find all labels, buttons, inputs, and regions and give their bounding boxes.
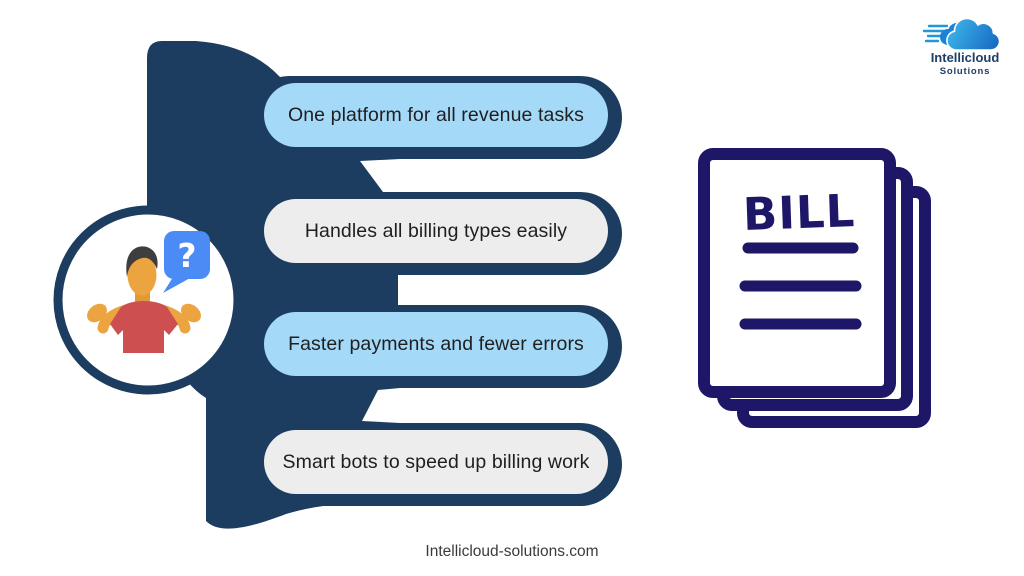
- logo-cloud-icon: [946, 17, 1001, 51]
- pill-label-3: Faster payments and fewer errors: [264, 312, 608, 376]
- question-bubble-icon: ?: [163, 231, 210, 293]
- pill-capsule-4: Smart bots to speed up billing work: [248, 423, 622, 506]
- website-url: Intellicloud-solutions.com: [425, 543, 599, 560]
- pill-capsule-3: Faster payments and fewer errors: [248, 305, 622, 388]
- bill-title-text: BILL: [742, 184, 856, 241]
- pill-label-1: One platform for all revenue tasks: [264, 83, 608, 147]
- bill-text-lines: [739, 242, 862, 330]
- pill-label-4: Smart bots to speed up billing work: [264, 430, 608, 494]
- person-left-hand: [87, 303, 107, 323]
- pill-capsule-2: Handles all billing types easily: [248, 192, 622, 275]
- bill-page-front: [698, 148, 896, 398]
- person-hair: [126, 246, 158, 277]
- person-shirt: [110, 301, 178, 353]
- logo-speed-lines: [922, 24, 949, 43]
- brand-logo: Intellicloud Solutions: [922, 17, 1001, 77]
- logo-sub-text: Solutions: [940, 66, 990, 77]
- pill-capsule-1: One platform for all revenue tasks: [248, 76, 622, 159]
- funnel-trunk-shape: [147, 41, 412, 529]
- logo-brand-text: Intellicloud: [931, 50, 1000, 65]
- shrugging-person-icon: [87, 246, 201, 353]
- question-bubble-body: [164, 231, 210, 279]
- person-right-hand: [181, 303, 201, 323]
- person-head: [127, 254, 157, 296]
- question-mark-glyph: ?: [177, 236, 196, 275]
- pill-label-2: Handles all billing types easily: [264, 199, 608, 263]
